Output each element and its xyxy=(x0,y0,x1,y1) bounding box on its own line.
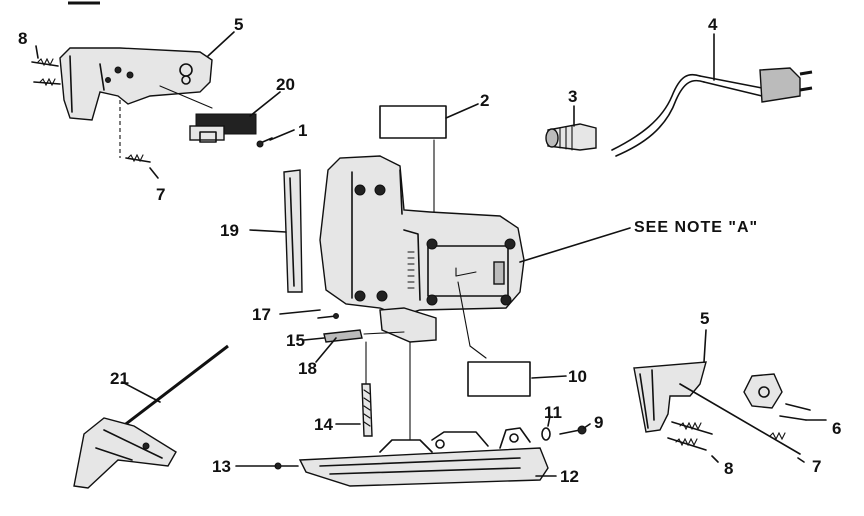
callout-leaders xyxy=(35,31,827,477)
callout-12: 12 xyxy=(560,467,579,486)
part-11-washer xyxy=(541,427,551,441)
part-5-handle-half-right xyxy=(633,361,707,433)
callout-15: 15 xyxy=(286,331,305,350)
callout-3: 3 xyxy=(568,87,578,106)
callout-13: 13 xyxy=(212,457,231,476)
part-3-strain-relief xyxy=(545,123,597,151)
part-14-saw-blade xyxy=(361,341,373,437)
callout-7-right: 7 xyxy=(812,457,822,476)
callout-21: 21 xyxy=(110,369,129,388)
callout-6: 6 xyxy=(832,419,842,438)
part-12-base-plate xyxy=(298,427,549,487)
part-20-switch xyxy=(159,85,257,143)
part-18-shaft xyxy=(323,329,405,343)
callout-17: 17 xyxy=(252,305,271,324)
part-10-label-plate xyxy=(467,361,531,397)
callout-1: 1 xyxy=(298,121,308,140)
callout-4: 4 xyxy=(708,15,718,34)
part-9-screw xyxy=(559,425,587,435)
part-2-label-plate xyxy=(379,105,447,139)
part-13-screw xyxy=(274,462,299,470)
callout-2: 2 xyxy=(480,91,490,110)
callout-14: 14 xyxy=(314,415,333,434)
callout-18: 18 xyxy=(298,359,317,378)
part-21-rip-guide xyxy=(73,344,229,489)
part-6-clamp xyxy=(743,373,811,421)
part-15-pin xyxy=(317,313,339,319)
jigsaw-motor-housing xyxy=(319,155,525,343)
part-1-screw xyxy=(256,137,273,148)
part-4-power-cord xyxy=(611,67,813,157)
part-8-screws-right xyxy=(667,421,713,451)
callout-8-top: 8 xyxy=(18,29,28,48)
callout-5-right: 5 xyxy=(700,309,710,328)
callout-5-top: 5 xyxy=(234,15,244,34)
part-7-screw-right xyxy=(679,383,801,455)
callout-10: 10 xyxy=(568,367,587,386)
part-19-handle-strip xyxy=(283,169,303,293)
note-a-reference: SEE NOTE "A" xyxy=(634,219,759,236)
callout-19: 19 xyxy=(220,221,239,240)
part-5-handle-half-top xyxy=(59,47,213,121)
callout-8-right: 8 xyxy=(724,459,734,478)
part-10-leader xyxy=(469,345,487,359)
part-7-screw-left xyxy=(119,100,151,163)
callout-7-left: 7 xyxy=(156,185,166,204)
callout-20: 20 xyxy=(276,75,295,94)
part-8-screws-top xyxy=(31,57,61,87)
callout-11: 11 xyxy=(544,403,562,422)
callout-9: 9 xyxy=(594,413,604,432)
